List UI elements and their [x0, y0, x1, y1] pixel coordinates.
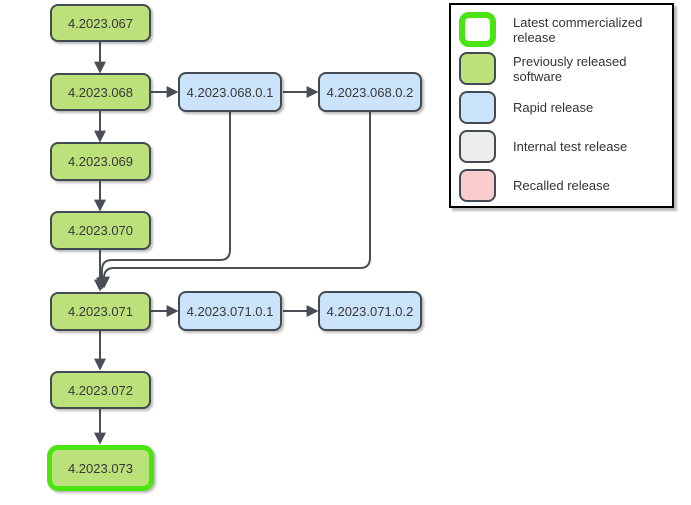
legend-label: Latest commercialized release: [513, 14, 643, 45]
legend-swatch-rapid: [459, 91, 496, 124]
legend-item-recalled: Recalled release: [459, 166, 672, 205]
legend-swatch-latest: [459, 12, 496, 47]
legend-item-internal-test: Internal test release: [459, 127, 672, 166]
edge-068-0-2-071: [98, 112, 371, 289]
node-4-2023-073: 4.2023.073: [47, 445, 154, 491]
node-label: 4.2023.068.0.1: [186, 84, 274, 100]
node-4-2023-068: 4.2023.068: [50, 73, 151, 111]
node-label: 4.2023.068.0.2: [326, 84, 414, 100]
legend-swatch-previously-released: [459, 52, 496, 85]
node-4-2023-069: 4.2023.069: [50, 142, 151, 181]
node-4-2023-068-0-2: 4.2023.068.0.2: [318, 72, 422, 112]
node-label: 4.2023.067: [67, 15, 134, 31]
node-label: 4.2023.071.0.2: [326, 303, 414, 319]
node-4-2023-072: 4.2023.072: [50, 371, 151, 409]
node-label: 4.2023.072: [67, 382, 134, 398]
node-4-2023-070: 4.2023.070: [50, 211, 151, 250]
legend-item-rapid: Rapid release: [459, 88, 672, 127]
legend-swatch-recalled: [459, 169, 496, 202]
legend-label: Recalled release: [513, 178, 610, 193]
node-4-2023-071-0-2: 4.2023.071.0.2: [318, 291, 422, 331]
legend-label: Rapid release: [513, 100, 594, 115]
legend-item-previously-released: Previously released software: [459, 49, 672, 88]
legend-swatch-internal-test: [459, 130, 496, 163]
legend: Latest commercialized release Previously…: [449, 3, 674, 208]
node-label: 4.2023.071: [67, 304, 134, 319]
node-label: 4.2023.070: [67, 223, 134, 238]
node-label: 4.2023.068: [67, 84, 134, 100]
legend-label: Internal test release: [513, 139, 628, 154]
node-4-2023-071-0-1: 4.2023.071.0.1: [178, 291, 282, 331]
legend-label: Previously released software: [513, 53, 627, 84]
node-label: 4.2023.071.0.1: [186, 303, 274, 319]
node-label: 4.2023.069: [67, 154, 134, 169]
node-4-2023-071: 4.2023.071: [50, 292, 151, 331]
node-4-2023-068-0-1: 4.2023.068.0.1: [178, 72, 282, 112]
node-4-2023-067: 4.2023.067: [50, 4, 151, 42]
legend-item-latest: Latest commercialized release: [459, 10, 672, 49]
node-label: 4.2023.073: [67, 460, 134, 476]
edge-068-0-1-071: [96, 112, 231, 290]
